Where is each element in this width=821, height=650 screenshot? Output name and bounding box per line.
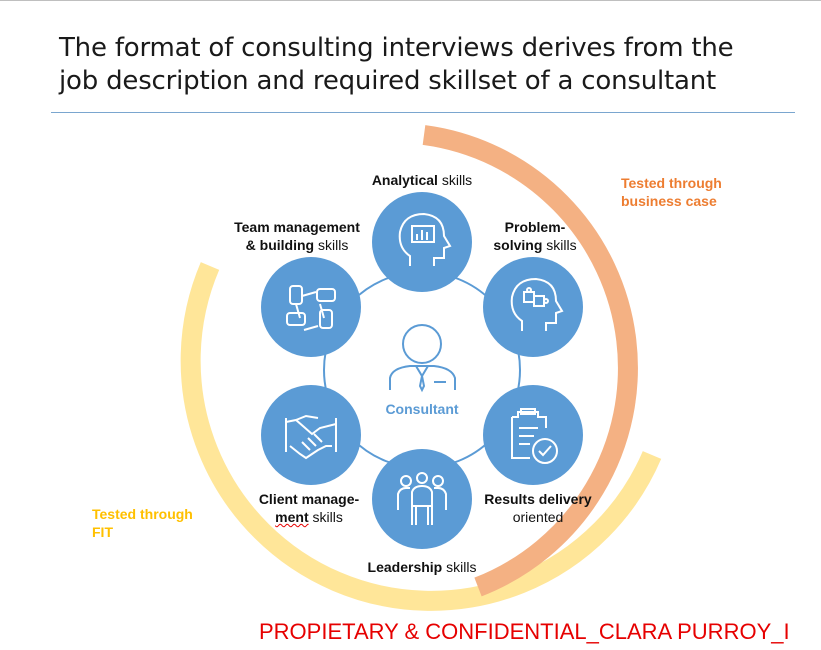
problem-solving-label-line1: Problem- (504, 219, 566, 235)
problem-solving-label-line2: solving (493, 237, 543, 253)
business-case-arc (422, 125, 638, 597)
business-case-tag: Tested through business case (621, 174, 722, 210)
title-divider (51, 112, 795, 113)
team-label-rest: skills (314, 237, 349, 253)
business-case-tag-line2: business case (621, 193, 717, 209)
problem-solving-label: Problem- solving skills (480, 218, 590, 254)
results-label-line1: Results delivery (484, 491, 592, 507)
fit-tag-line1: Tested through (92, 506, 193, 522)
leadership-label-rest: skills (442, 559, 477, 575)
consultant-person-icon (389, 324, 456, 393)
team-circle (261, 257, 361, 357)
confidential-footer: PROPIETARY & CONFIDENTIAL_CLARA PURROY_I (259, 619, 790, 644)
client-circle (261, 385, 361, 485)
team-label: Team management & building skills (224, 218, 370, 254)
leadership-label-bold: Leadership (367, 559, 443, 575)
analytical-label: Analytical skills (350, 171, 494, 189)
hands-together-icon (286, 285, 336, 331)
problem-solving-label-rest: skills (542, 237, 577, 253)
team-label-line1: Team management (234, 219, 360, 235)
leadership-circle (372, 449, 472, 549)
client-label-line2: ment (275, 509, 309, 525)
handshake-icon (285, 414, 337, 460)
results-label: Results delivery oriented (478, 490, 598, 526)
fit-tag: Tested through FIT (92, 505, 193, 541)
client-label: Client manage- ment skills (248, 490, 370, 526)
leadership-label: Leadership skills (350, 558, 494, 576)
top-border (0, 0, 821, 1)
head-chart-icon (398, 212, 452, 266)
team-label-line2: & building (245, 237, 315, 253)
client-label-line1: Client manage- (258, 491, 360, 507)
clipboard-check-icon (511, 408, 558, 464)
people-group-icon (397, 472, 447, 525)
head-puzzle-icon (510, 277, 564, 331)
analytical-label-rest: skills (437, 172, 473, 188)
consultant-label: Consultant (385, 401, 459, 417)
fit-arc (180, 262, 662, 611)
business-case-tag-line1: Tested through (621, 175, 722, 191)
slide-title: The format of consulting interviews deri… (59, 33, 734, 96)
results-label-line2: oriented (512, 509, 564, 525)
client-label-rest: skills (308, 509, 343, 525)
fit-tag-line2: FIT (92, 524, 113, 540)
analytical-label-bold: Analytical (371, 172, 438, 188)
